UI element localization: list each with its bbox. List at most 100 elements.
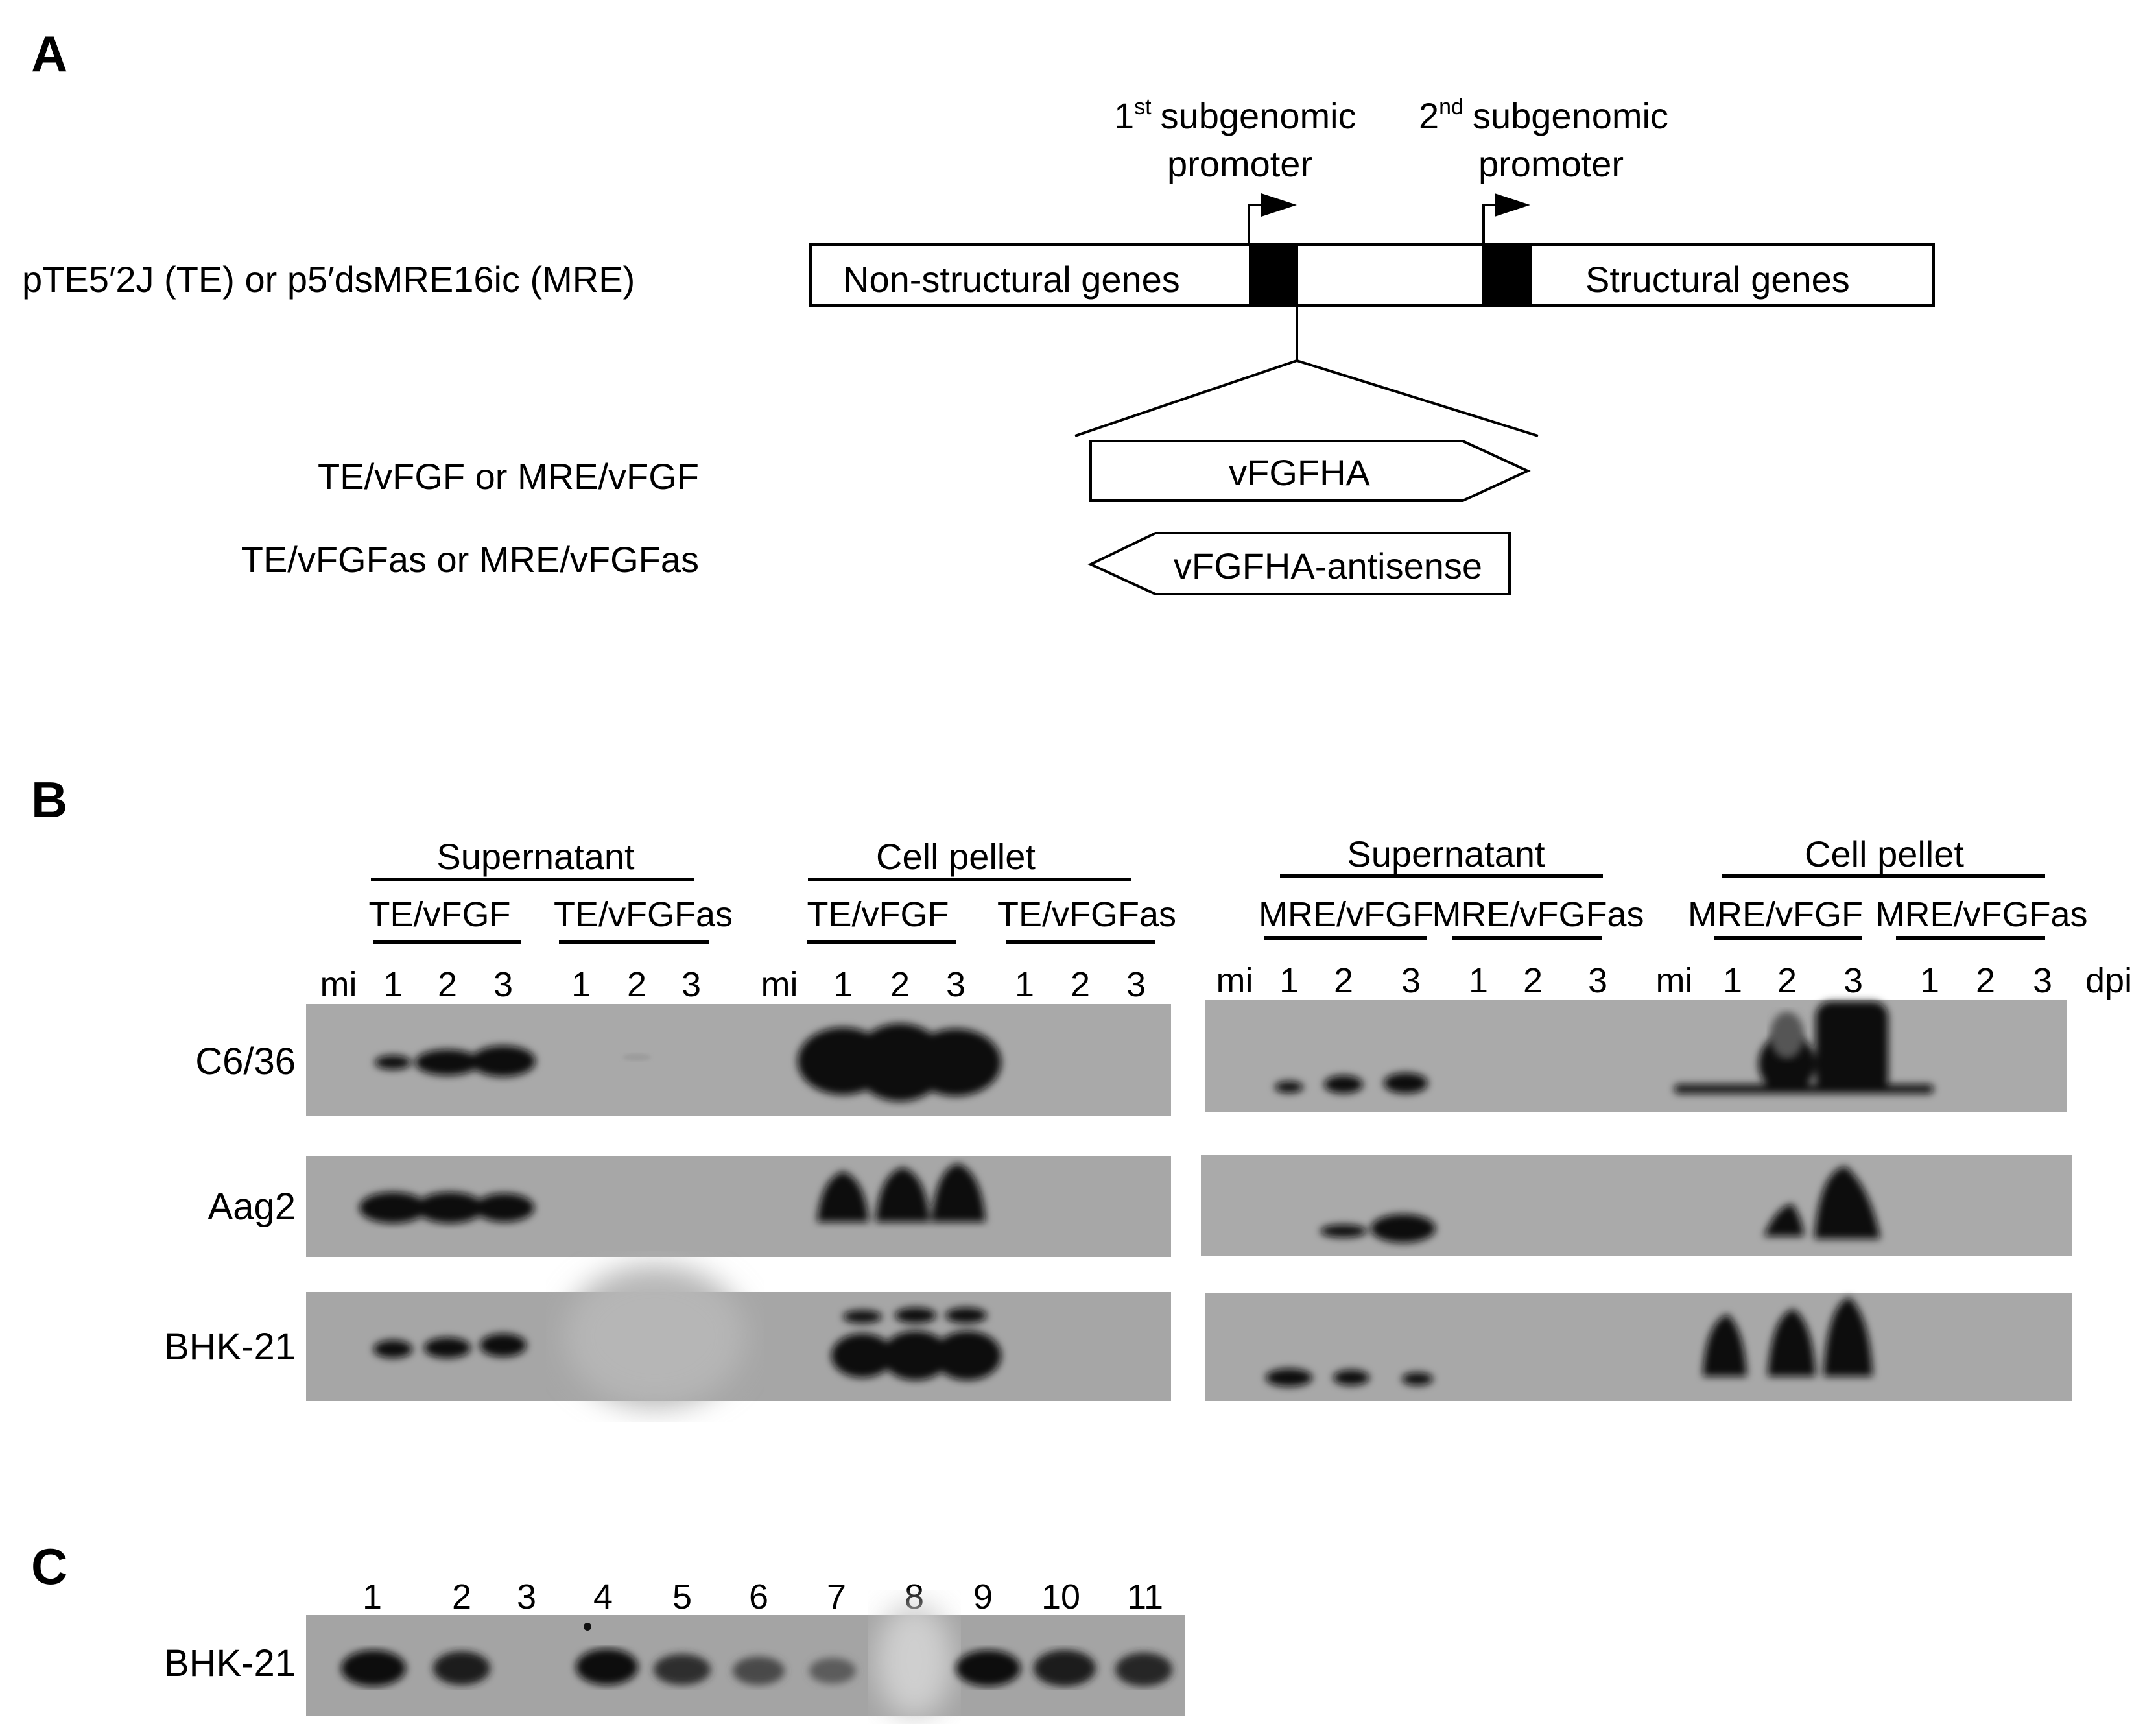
insertion-callout [1074, 305, 1539, 437]
promoter-2-superscript: nd [1439, 95, 1463, 119]
lane-label: 1 [1015, 965, 1034, 1004]
lane-label: 1 [571, 965, 591, 1004]
promoter-1-line2: promoter [1167, 143, 1312, 184]
band [1266, 1369, 1312, 1387]
lane-label: 1 [1723, 961, 1742, 1000]
lane-label: 3 [1588, 961, 1607, 1000]
structural-genes-label: Structural genes [1585, 259, 1850, 300]
fraction-headers: Supernatant Cell pellet Supernatant Cell… [371, 833, 2045, 881]
lane-label: 5 [672, 1577, 692, 1616]
construct-header-te-vfgfas-pellet: TE/vFGFas [997, 895, 1176, 934]
construct-header-mre-vfgfas-sup: MRE/vFGFas [1432, 895, 1644, 934]
band [480, 1334, 527, 1357]
band [576, 1649, 638, 1685]
band [1115, 1653, 1172, 1686]
band [471, 1046, 536, 1077]
band [416, 1192, 484, 1223]
lane-label: 1 [1469, 961, 1488, 1000]
promoter-2-number: 2 [1419, 95, 1439, 136]
dpi-label: dpi [2085, 961, 2132, 1000]
lane-label: 6 [749, 1577, 768, 1616]
antisense-insert-arrow [1087, 532, 1511, 595]
lane-label: mi [1656, 961, 1693, 1000]
band [934, 1331, 1001, 1380]
sense-construct-label: TE/vFGF or MRE/vFGF [318, 456, 699, 497]
promoter-2-arrow [1482, 193, 1530, 244]
band [1371, 1214, 1436, 1243]
antisense-insert-label: vFGFHA-antisense [1174, 545, 1482, 586]
construct-header-mre-vfgf-pellet: MRE/vFGF [1688, 895, 1863, 934]
lane-label: mi [1216, 961, 1253, 1000]
lane-label: 1 [1279, 961, 1299, 1000]
band [1703, 1314, 1747, 1376]
band [895, 1308, 936, 1323]
row-label-c636: C6/36 [195, 1040, 296, 1083]
promoter-2-line2: promoter [1478, 143, 1624, 184]
band [1034, 1650, 1096, 1686]
promoter-1-number: 1 [1114, 95, 1134, 136]
fraction-mre-cell-pellet: Cell pellet [1805, 833, 1964, 874]
band [1384, 1073, 1428, 1094]
lane-label: 3 [681, 965, 701, 1004]
fraction-mre-supernatant: Supernatant [1347, 833, 1545, 874]
lane-label: mi [761, 965, 798, 1004]
band [375, 1055, 411, 1070]
lane-label: 11 [1127, 1577, 1163, 1616]
band [359, 1192, 427, 1223]
blot-aag2-te [306, 1156, 1171, 1257]
band [1275, 1081, 1303, 1093]
promoter-1-superscript: st [1134, 95, 1152, 119]
construct-header-te-vfgf-sup: TE/vFGF [369, 895, 511, 934]
lane-label: 2 [452, 1577, 471, 1616]
row-label-aag2: Aag2 [208, 1186, 296, 1228]
lane-label: 3 [1126, 965, 1146, 1004]
blot-bhk21-te [306, 1265, 1171, 1407]
construct-header-mre-vfgf-sup: MRE/vFGF [1259, 895, 1434, 934]
sense-insert-label: vFGFHA [1229, 452, 1370, 493]
blot-aag2-mre [1201, 1155, 2072, 1256]
lane-label: 2 [1777, 961, 1797, 1000]
fraction-te-cell-pellet: Cell pellet [876, 836, 1036, 877]
lane-label: 3 [1401, 961, 1421, 1000]
construct-label: pTE5′2J (TE) or p5′dsMRE16ic (MRE) [22, 259, 635, 300]
lane-label: 3 [517, 1577, 536, 1616]
blot-c-bhk21 [306, 1602, 1185, 1719]
band [341, 1650, 406, 1686]
promoter-2-block [1482, 245, 1532, 305]
promoter-2-line1: subgenomic [1473, 95, 1668, 136]
band [1764, 1204, 1804, 1236]
band [415, 1049, 480, 1075]
band [931, 1164, 986, 1222]
band [433, 1651, 490, 1685]
band [831, 1334, 894, 1378]
promoter-1-block [1249, 245, 1298, 305]
lane-label: 3 [2033, 961, 2052, 1000]
lane-label: 7 [827, 1577, 846, 1616]
promoter-1-arrow [1248, 193, 1297, 244]
blot-bhk21-mre [1205, 1293, 2072, 1401]
band [882, 1331, 949, 1380]
band [1333, 1370, 1369, 1385]
lane-label: 2 [627, 965, 646, 1004]
band [654, 1654, 711, 1685]
construct-header-te-vfgfas-sup: TE/vFGFas [554, 895, 733, 934]
lane-label: 2 [1334, 961, 1353, 1000]
fraction-te-supernatant: Supernatant [436, 836, 635, 877]
lane-label: 1 [1920, 961, 1939, 1000]
lane-label: 3 [1843, 961, 1863, 1000]
lane-labels-right: mi 1 2 3 1 2 3 mi 1 2 3 1 2 3 dpi [1216, 961, 2133, 1000]
lane-label: 3 [493, 965, 513, 1004]
row-label-c-bhk21: BHK-21 [164, 1642, 296, 1684]
blot-c636-te [306, 1004, 1171, 1116]
antisense-construct-label: TE/vFGFas or MRE/vFGFas [241, 539, 699, 580]
band [843, 1310, 882, 1323]
lane-label: 1 [833, 965, 853, 1004]
lane-label: 2 [890, 965, 910, 1004]
lane-label: 2 [438, 965, 457, 1004]
lane-label: 10 [1041, 1577, 1080, 1616]
lane-labels-c: 1 2 3 4 5 6 7 8 9 10 11 [362, 1577, 1163, 1616]
panel-label-b: B [31, 771, 67, 828]
